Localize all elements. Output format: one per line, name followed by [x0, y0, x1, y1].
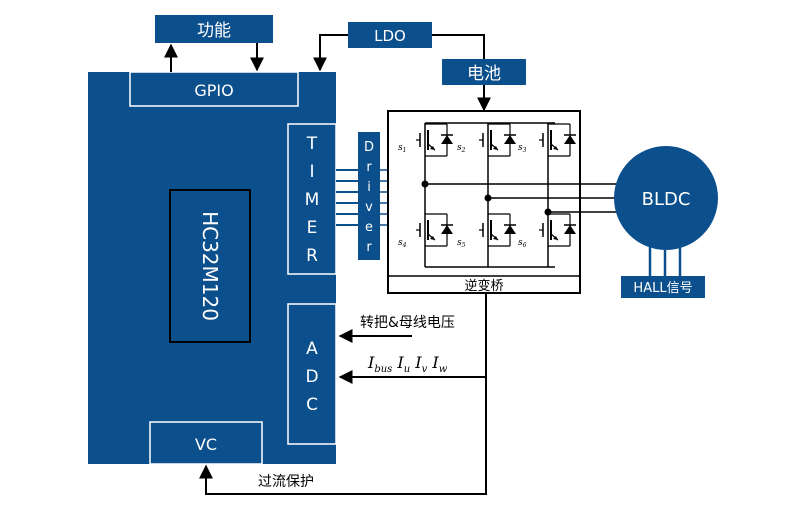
- timer-letter: T: [306, 134, 318, 154]
- ldo-to-mcu-arrow: [313, 34, 348, 72]
- igbt-switch: [479, 123, 516, 157]
- igbt-switch: [416, 123, 453, 157]
- bldc-motor: [614, 146, 718, 250]
- gpio-label: GPIO: [194, 81, 233, 100]
- switch-label: s4: [398, 238, 407, 249]
- adc-label: A D C: [305, 339, 318, 415]
- battery-box: [442, 59, 526, 85]
- battery-to-ldo-line: [432, 34, 485, 60]
- hall-box: [621, 276, 705, 298]
- driver-letter: e: [365, 220, 373, 235]
- driver-letter: v: [365, 200, 373, 215]
- battery-label: 电池: [467, 64, 501, 84]
- adc-block: [287, 303, 337, 445]
- timer-letter: M: [305, 190, 320, 210]
- timer-letter: I: [309, 162, 314, 182]
- switch-label: s6: [518, 238, 527, 249]
- timer-label: T I M E R: [305, 134, 320, 266]
- function-label: 功能: [197, 21, 231, 41]
- ldo-label: LDO: [374, 27, 406, 45]
- handle-bus-voltage-label: 转把&母线电压: [360, 315, 455, 331]
- driver-block: [358, 132, 380, 260]
- driver-inverter-lines: [380, 169, 388, 226]
- adc-letter: A: [306, 339, 318, 359]
- switch-label: s5: [457, 238, 466, 249]
- ldo-box: [348, 22, 432, 48]
- driver-label: D r i v e r: [364, 140, 374, 255]
- mcu-chip-box: [169, 189, 251, 343]
- switch-label: s2: [457, 143, 466, 154]
- adc-letter: C: [306, 395, 318, 415]
- inverter-label: 逆变桥: [464, 278, 503, 294]
- function-box: [155, 15, 273, 43]
- hall-lines: [648, 246, 682, 276]
- overcurrent-line: [199, 377, 487, 495]
- igbt-switch: [539, 213, 576, 247]
- bldc-label: BLDC: [642, 189, 691, 210]
- driver-letter: r: [366, 240, 372, 255]
- phase-lines: [425, 183, 620, 213]
- igbt-switch: [416, 213, 453, 247]
- vc-label: VC: [195, 435, 217, 454]
- driver-letter: r: [366, 160, 372, 175]
- overcurrent-label: 过流保护: [258, 474, 314, 490]
- mcu-label: HC32M120: [198, 211, 222, 321]
- switch-labels: s1 s2 s3 s4 s5 s6: [398, 143, 527, 249]
- timer-letter: E: [307, 218, 318, 238]
- hall-label: HALL信号: [633, 281, 692, 296]
- switch-label: s1: [398, 143, 406, 154]
- adc-letter: D: [305, 367, 318, 387]
- current-sense-label: Ibus Iu Iv Iw: [367, 353, 448, 376]
- bridge-legs: [416, 123, 576, 267]
- driver-letter: i: [367, 180, 371, 195]
- gpio-block: [129, 71, 299, 107]
- timer-driver-lines: [336, 169, 358, 226]
- timer-letter: R: [306, 246, 318, 266]
- phase-junctions: [421, 180, 552, 216]
- timer-block: [287, 123, 337, 275]
- driver-letter: D: [364, 140, 374, 155]
- igbt-switch: [479, 213, 516, 247]
- switch-label: s3: [518, 143, 527, 154]
- bridge-rails: [425, 122, 555, 268]
- vc-block: [149, 421, 263, 465]
- igbt-switch: [539, 123, 576, 157]
